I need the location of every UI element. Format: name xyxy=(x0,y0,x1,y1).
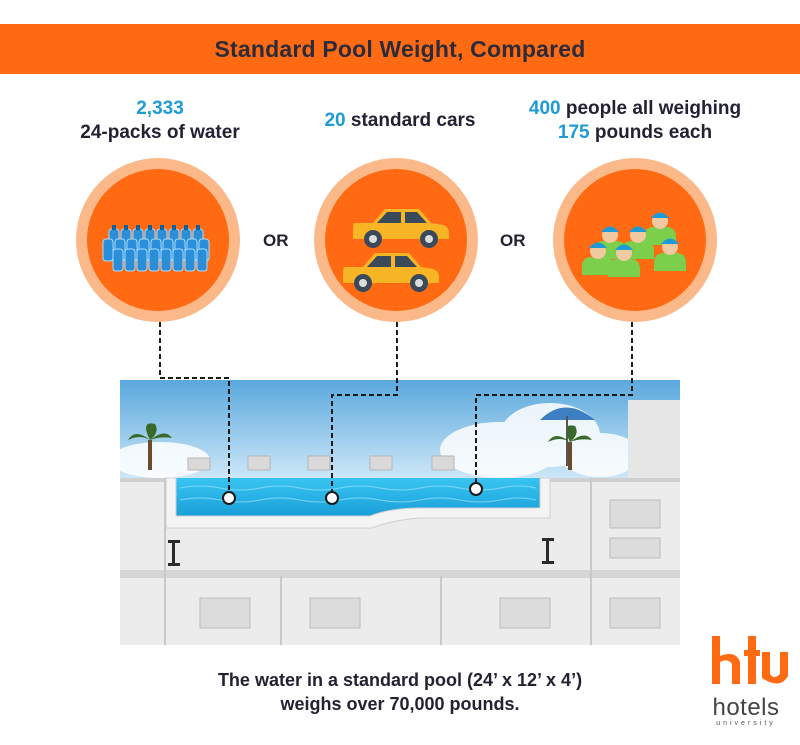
cars-count: 20 xyxy=(324,110,346,131)
hotel-rooms xyxy=(199,499,661,629)
caption-line-1: The water in a standard pool (24’ x 12’ … xyxy=(217,670,583,690)
label-cars: 20 standard cars xyxy=(290,109,510,133)
cars-unit: standard cars xyxy=(350,110,476,131)
people-icon xyxy=(582,212,686,277)
hotels-university-logo-icon xyxy=(712,636,788,684)
water-count: 2,333 xyxy=(136,98,184,119)
title-banner xyxy=(0,24,800,74)
people-unit: pounds each xyxy=(594,122,713,143)
water-bottles-icon xyxy=(102,225,210,272)
people-weight: 175 xyxy=(557,122,590,143)
cars-circle xyxy=(314,158,478,322)
building-wall xyxy=(628,400,680,480)
label-people: 400 people all weighing 175 pounds each xyxy=(505,97,765,145)
support-beams xyxy=(168,538,554,566)
page-title: Standard Pool Weight, Compared xyxy=(214,36,586,62)
pool-water xyxy=(176,478,540,516)
people-count: 400 xyxy=(528,98,561,119)
logo-word: hotels xyxy=(712,694,780,721)
water-unit: 24-packs of water xyxy=(80,122,240,143)
cars-icon xyxy=(343,209,449,292)
caption-line-2: weighs over 70,000 pounds. xyxy=(280,694,520,714)
caption: The water in a standard pool (24’ x 12’ … xyxy=(150,668,650,716)
pool-cutaway-illustration xyxy=(120,380,680,645)
water-circle xyxy=(76,158,240,322)
label-water: 2,333 24-packs of water xyxy=(60,97,260,145)
or-separator-1: OR xyxy=(263,231,289,250)
people-circle xyxy=(553,158,717,322)
logo-subtitle: university xyxy=(716,720,776,727)
or-separator-2: OR xyxy=(500,231,526,250)
people-text: people all weighing xyxy=(565,98,742,119)
